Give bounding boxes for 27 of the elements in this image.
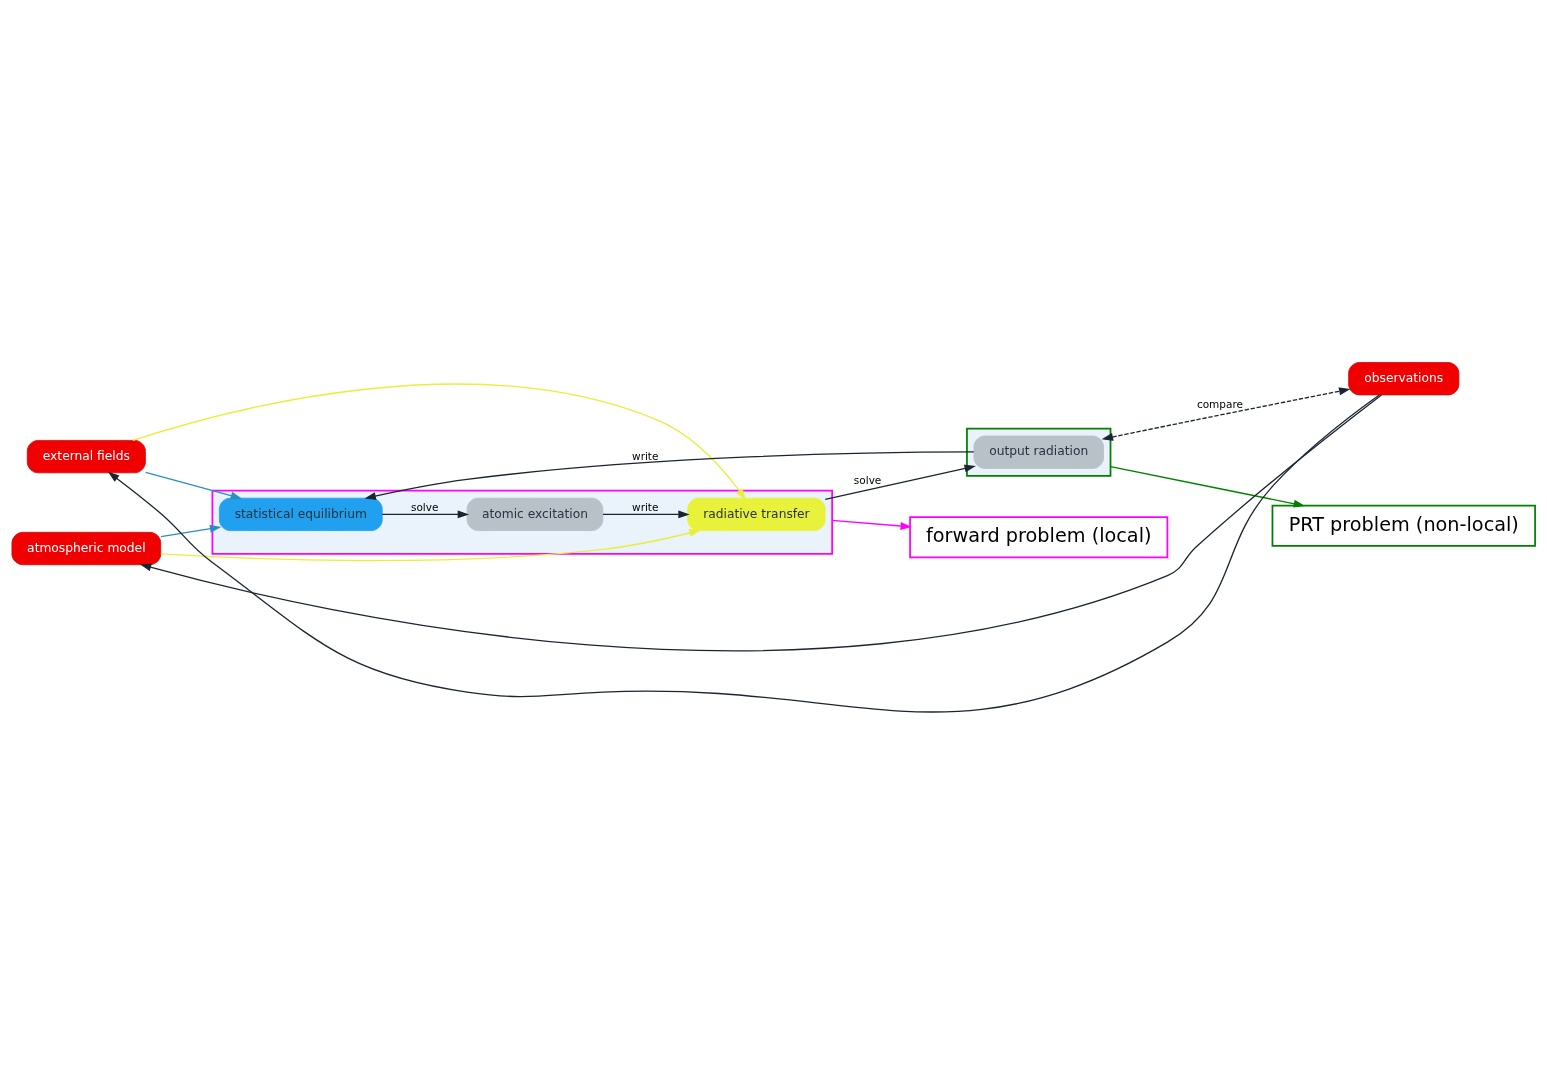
node-box: atmospheric model (11, 531, 162, 565)
arrow (107, 393, 1380, 713)
arrow (381, 509, 470, 518)
edge-label: write (632, 500, 659, 513)
arrow (831, 519, 912, 530)
arrow (1101, 386, 1351, 441)
node-box: radiative transfer (687, 497, 826, 531)
node-box: observations (1348, 361, 1460, 395)
arrow (602, 509, 690, 518)
arrow (824, 464, 976, 500)
edge-label: write (632, 449, 659, 462)
node-box: output radiation (973, 435, 1104, 469)
node-box: statistical equilibrium (218, 497, 383, 531)
arrow (144, 471, 243, 499)
node-box: external fields (26, 439, 146, 473)
node-box: atomic excitation (466, 497, 604, 531)
arrow (139, 393, 1383, 651)
node-box: PRT problem (non-local) (1271, 504, 1536, 547)
arrow (364, 450, 975, 500)
edge-label: solve (410, 500, 439, 513)
arrow (160, 524, 222, 537)
edge-label: compare (1196, 397, 1243, 410)
arrow (132, 383, 746, 500)
arrow (1109, 465, 1306, 508)
arrow (160, 528, 701, 561)
edge-label: solve (853, 473, 882, 486)
node-box: forward problem (local) (909, 515, 1169, 558)
